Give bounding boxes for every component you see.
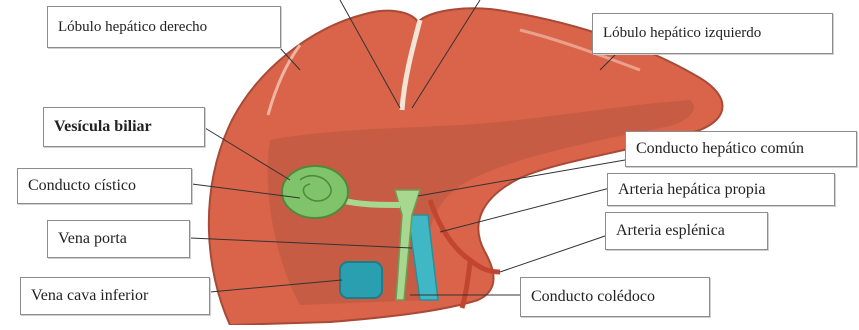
- vena-cava-shape: [340, 262, 382, 298]
- label-portal-vein: Vena porta: [47, 220, 190, 258]
- label-common-hepatic-duct: Conducto hepático común: [625, 131, 857, 167]
- label-common-bile-duct: Conducto colédoco: [520, 277, 710, 317]
- label-splenic-artery: Arteria esplénica: [605, 212, 768, 250]
- gallbladder-shape: [282, 166, 348, 218]
- label-gallbladder: Vesícula biliar: [43, 107, 205, 147]
- label-left-lobe: Lóbulo hepático izquierdo: [592, 13, 833, 54]
- label-proper-hepatic-artery: Arteria hepática propia: [607, 173, 835, 206]
- label-inferior-vena-cava: Vena cava inferior: [20, 277, 210, 315]
- label-right-lobe: Lóbulo hepático derecho: [47, 6, 281, 48]
- label-cystic-duct: Conducto cístico: [17, 168, 192, 204]
